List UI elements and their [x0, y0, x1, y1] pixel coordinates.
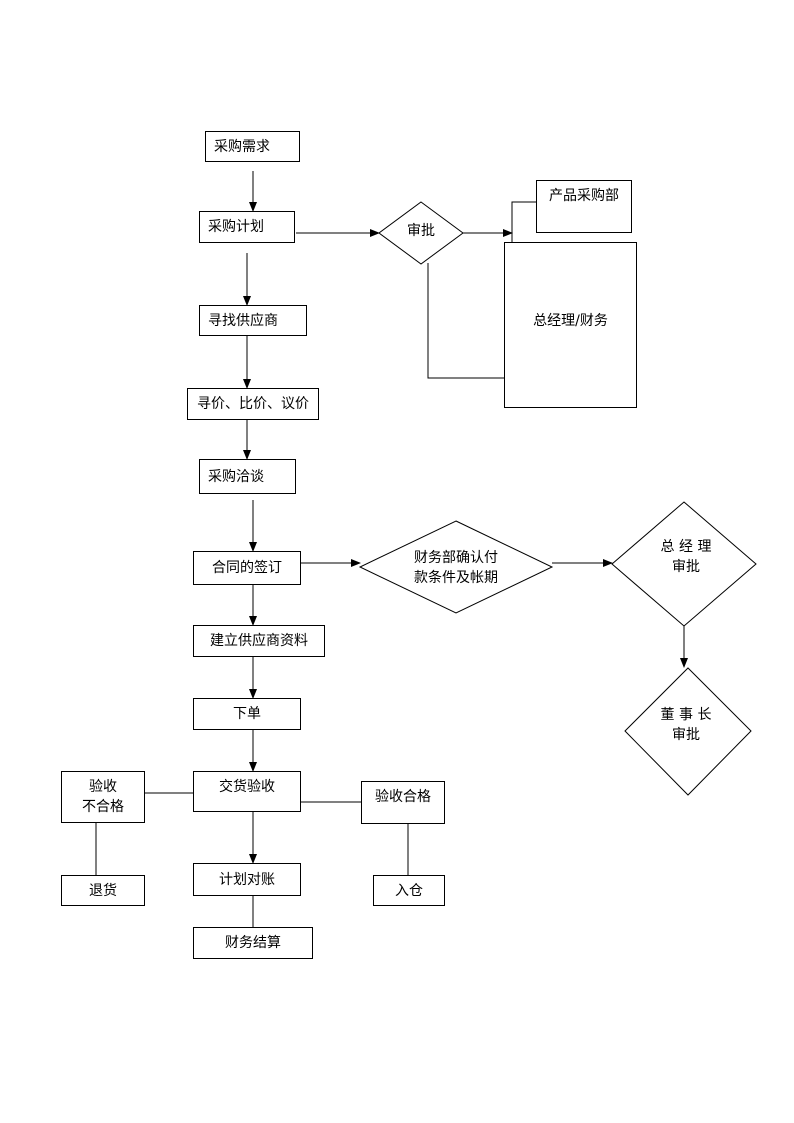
finance-confirm-diamond [358, 520, 554, 614]
inspection-fail-box: 验收 不合格 [61, 771, 145, 823]
find-supplier-box: 寻找供应商 [199, 305, 307, 336]
warehousing-box: 入仓 [373, 875, 445, 906]
price-compare-label: 寻价、比价、议价 [197, 396, 309, 412]
warehousing-label: 入仓 [395, 882, 423, 899]
plan-reconcile-label: 计划对账 [219, 871, 275, 888]
purchase-demand-label: 采购需求 [214, 138, 270, 155]
supplier-file-label: 建立供应商资料 [210, 633, 308, 649]
finance-settlement-label: 财务结算 [225, 935, 281, 951]
return-goods-label: 退货 [89, 882, 117, 899]
price-compare-box: 寻价、比价、议价 [187, 388, 319, 420]
inspection-pass-box: 验收合格 [361, 781, 445, 824]
purchase-negotiation-label: 采购洽谈 [208, 468, 264, 485]
find-supplier-label: 寻找供应商 [208, 312, 278, 329]
line-to-product-purchase-dept [511, 201, 536, 242]
product-purchase-dept-label: 产品采购部 [549, 188, 619, 204]
approve-label: 审批 [407, 223, 435, 239]
chairman-approve-diamond [624, 667, 752, 796]
finance-confirm-label: 财务部确认付 款条件及帐期 [414, 550, 498, 586]
gm-finance-label: 总经理/财务 [533, 313, 608, 329]
finance-settlement-box: 财务结算 [193, 927, 313, 959]
delivery-inspection-box: 交货验收 [193, 771, 301, 812]
plan-reconcile-box: 计划对账 [193, 863, 301, 896]
place-order-label: 下单 [233, 706, 261, 722]
gm-finance-box: 总经理/财务 [504, 242, 637, 408]
place-order-box: 下单 [193, 698, 301, 730]
contract-signing-label: 合同的签订 [212, 560, 282, 576]
purchase-plan-label: 采购计划 [208, 219, 264, 235]
gm-approve-label: 总 经 理 审批 [660, 539, 712, 575]
gm-approve-diamond [611, 501, 757, 627]
return-goods-box: 退货 [61, 875, 145, 906]
purchase-negotiation-box: 采购洽谈 [199, 459, 296, 494]
purchase-demand-box: 采购需求 [205, 131, 300, 162]
inspection-fail-label: 验收 不合格 [82, 779, 124, 815]
supplier-file-box: 建立供应商资料 [193, 625, 325, 657]
delivery-inspection-label: 交货验收 [219, 779, 275, 795]
product-purchase-dept-box: 产品采购部 [536, 180, 632, 233]
line-approve-loop-back [427, 263, 505, 379]
approve-diamond [378, 201, 464, 265]
purchase-plan-box: 采购计划 [199, 211, 295, 243]
inspection-pass-label: 验收合格 [375, 789, 431, 805]
chairman-approve-label: 董 事 长 审批 [660, 707, 712, 743]
contract-signing-box: 合同的签订 [193, 551, 301, 585]
